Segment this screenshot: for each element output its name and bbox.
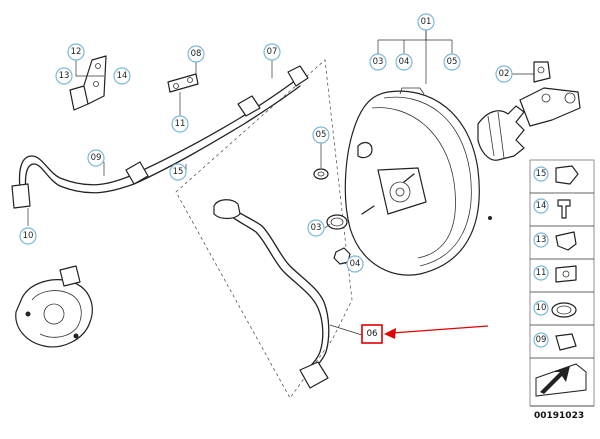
callout-12-label: 12 bbox=[71, 47, 82, 57]
legend-10-part bbox=[551, 302, 577, 318]
callout-10-label: 10 bbox=[23, 231, 34, 241]
callout-01-label: 01 bbox=[421, 17, 432, 27]
bracket-assembly bbox=[69, 55, 107, 111]
callout-09[interactable]: 09 bbox=[87, 149, 105, 167]
callout-08[interactable]: 08 bbox=[187, 45, 205, 63]
legend-14-label: 14 bbox=[536, 201, 547, 211]
legend-14[interactable]: 14 bbox=[533, 198, 549, 214]
callout-02-label: 02 bbox=[499, 69, 510, 79]
callout-05[interactable]: 05 bbox=[312, 126, 330, 144]
callout-12[interactable]: 12 bbox=[67, 43, 85, 61]
callout-13[interactable]: 13 bbox=[55, 67, 73, 85]
vacuum-line bbox=[11, 65, 309, 209]
callout-05-label: 05 bbox=[316, 130, 327, 140]
callout-11-label: 11 bbox=[175, 119, 186, 129]
callout-04-label: 04 bbox=[350, 259, 361, 269]
callout-03-top-label: 03 bbox=[373, 57, 384, 67]
callout-04-top-label: 04 bbox=[399, 57, 410, 67]
callout-07-label: 07 bbox=[267, 47, 278, 57]
callout-15[interactable]: 15 bbox=[169, 163, 187, 181]
small-parts bbox=[313, 168, 351, 265]
callout-03[interactable]: 03 bbox=[307, 219, 325, 237]
callout-01[interactable]: 01 bbox=[417, 13, 435, 31]
callout-13-label: 13 bbox=[59, 71, 70, 81]
callout-04[interactable]: 04 bbox=[346, 255, 364, 273]
callout-04-top[interactable]: 04 bbox=[395, 53, 413, 71]
callout-14[interactable]: 14 bbox=[113, 67, 131, 85]
callout-10[interactable]: 10 bbox=[19, 227, 37, 245]
callout-11[interactable]: 11 bbox=[171, 115, 189, 133]
legend-10-label: 10 bbox=[536, 303, 547, 313]
callout-03-label: 03 bbox=[311, 223, 322, 233]
navigation-arrow-icon[interactable] bbox=[535, 363, 587, 397]
legend-15-part bbox=[555, 165, 579, 185]
legend-13[interactable]: 13 bbox=[533, 232, 549, 248]
legend-11[interactable]: 11 bbox=[533, 265, 549, 281]
legend-09[interactable]: 09 bbox=[533, 332, 549, 348]
legend-13-part bbox=[555, 231, 577, 251]
callout-09-label: 09 bbox=[91, 153, 102, 163]
callout-14-label: 14 bbox=[117, 71, 128, 81]
legend-15[interactable]: 15 bbox=[533, 166, 549, 182]
legend-10[interactable]: 10 bbox=[533, 300, 549, 316]
legend-15-label: 15 bbox=[536, 169, 547, 179]
pushrod-assembly bbox=[477, 61, 581, 161]
callout-07[interactable]: 07 bbox=[263, 43, 281, 61]
callout-05-top-label: 05 bbox=[447, 57, 458, 67]
brake-booster bbox=[344, 87, 492, 276]
callout-15-label: 15 bbox=[173, 167, 184, 177]
callout-02[interactable]: 02 bbox=[495, 65, 513, 83]
legend-11-label: 11 bbox=[536, 268, 547, 278]
callout-05-top[interactable]: 05 bbox=[443, 53, 461, 71]
red-arrow bbox=[384, 325, 489, 339]
callout-08-label: 08 bbox=[191, 49, 202, 59]
legend-14-part bbox=[557, 199, 571, 219]
callout-06-highlighted[interactable]: 06 bbox=[361, 324, 383, 344]
callout-06-label: 06 bbox=[367, 329, 378, 339]
legend-13-label: 13 bbox=[536, 235, 547, 245]
small-bracket bbox=[167, 73, 199, 93]
vacuum-pipe bbox=[213, 199, 330, 389]
legend-09-label: 09 bbox=[536, 335, 547, 345]
legend-09-part bbox=[555, 333, 577, 351]
assembly-outline bbox=[175, 59, 353, 399]
callout-03-top[interactable]: 03 bbox=[369, 53, 387, 71]
vacuum-pump bbox=[15, 265, 93, 348]
diagram-code: 00191023 bbox=[534, 411, 584, 421]
legend-11-part bbox=[555, 265, 577, 283]
